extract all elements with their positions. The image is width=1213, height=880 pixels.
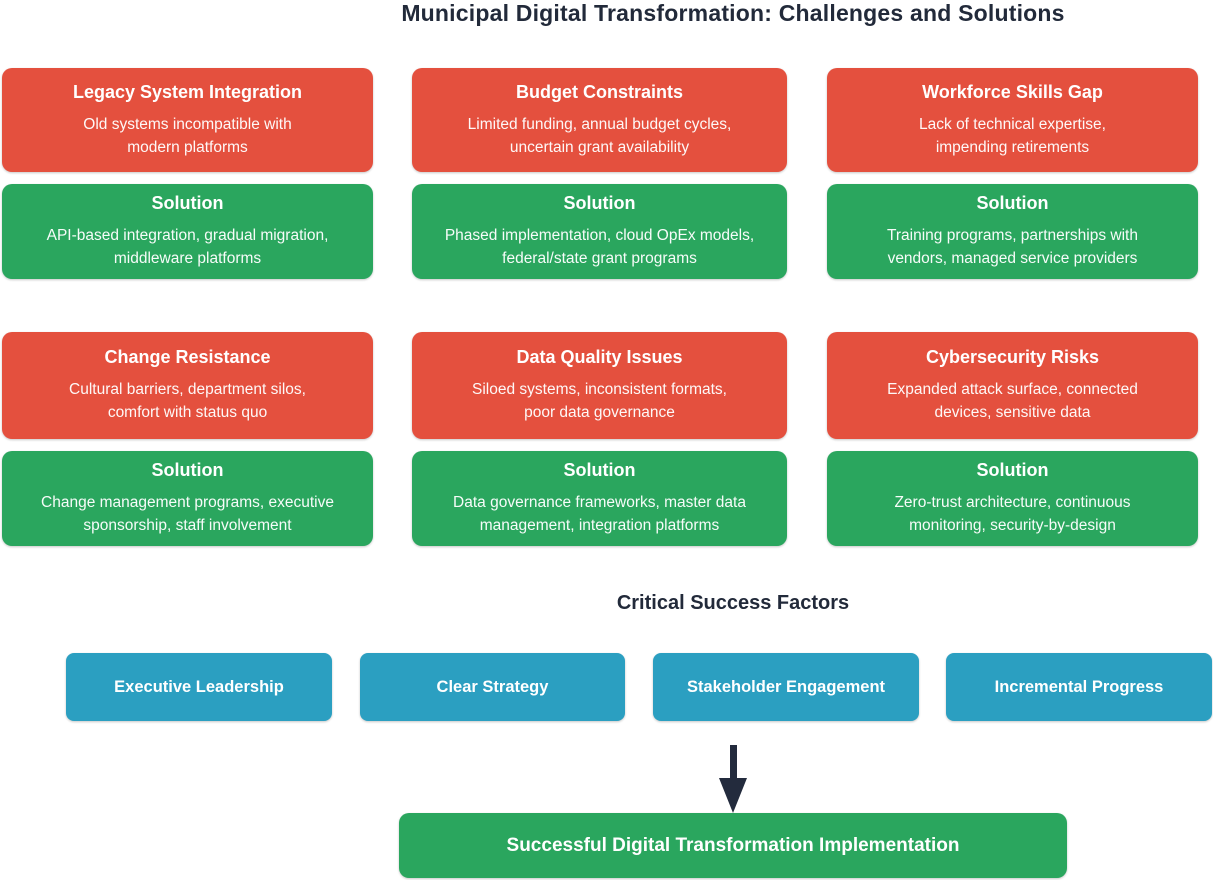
solution-title: Solution	[563, 460, 636, 480]
challenge-description: Cultural barriers, department silos, com…	[69, 381, 306, 421]
arrow-head	[719, 778, 747, 813]
solution-node-change-resistance: Solution Change management programs, exe…	[2, 451, 373, 546]
solution-node-legacy-system-integration: Solution API-based integration, gradual …	[2, 184, 373, 279]
outcome-node-successful-implementation: Successful Digital Transformation Implem…	[399, 813, 1067, 878]
solution-node-budget-constraints: Solution Phased implementation, cloud Op…	[412, 184, 787, 279]
solution-description: Phased implementation, cloud OpEx models…	[444, 227, 755, 267]
factor-node-incremental-progress: Incremental Progress	[946, 653, 1212, 721]
factor-node-clear-strategy: Clear Strategy	[360, 653, 625, 721]
challenge-description: Old systems incompatible with modern pla…	[83, 115, 292, 156]
success-factors-heading: Critical Success Factors	[616, 592, 850, 614]
challenge-node-cybersecurity-risks: Cybersecurity Risks Expanded attack surf…	[827, 332, 1198, 439]
challenge-title: Workforce Skills Gap	[922, 81, 1103, 102]
factor-node-stakeholder-engagement: Stakeholder Engagement	[653, 653, 919, 721]
challenge-title: Data Quality Issues	[516, 347, 683, 367]
solution-node-workforce-skills-gap: Solution Training programs, partnerships…	[827, 184, 1198, 279]
challenge-node-legacy-system-integration: Legacy System Integration Old systems in…	[2, 68, 373, 172]
solution-description: Training programs, partnerships with ven…	[887, 227, 1138, 267]
solution-title: Solution	[151, 460, 224, 480]
solution-description: Zero-trust architecture, continuous moni…	[894, 494, 1131, 534]
solution-description: Data governance frameworks, master data …	[453, 494, 746, 534]
challenge-node-change-resistance: Change Resistance Cultural barriers, dep…	[2, 332, 373, 439]
solution-title: Solution	[976, 193, 1049, 213]
challenge-node-workforce-skills-gap: Workforce Skills Gap Lack of technical e…	[827, 68, 1198, 172]
solution-title: Solution	[563, 193, 636, 213]
diagram-title: Municipal Digital Transformation: Challe…	[401, 0, 1065, 26]
down-arrow-icon	[719, 745, 748, 813]
challenge-title: Budget Constraints	[515, 81, 683, 102]
challenge-node-data-quality-issues: Data Quality Issues Siloed systems, inco…	[412, 332, 787, 439]
challenge-title: Legacy System Integration	[72, 81, 303, 102]
solution-title: Solution	[976, 460, 1049, 480]
challenge-description: Lack of technical expertise, impending r…	[919, 115, 1106, 156]
challenge-description: Limited funding, annual budget cycles, u…	[467, 115, 732, 156]
solution-node-data-quality-issues: Solution Data governance frameworks, mas…	[412, 451, 787, 546]
challenge-title: Change Resistance	[104, 347, 271, 367]
solution-node-cybersecurity-risks: Solution Zero-trust architecture, contin…	[827, 451, 1198, 546]
challenge-node-budget-constraints: Budget Constraints Limited funding, annu…	[412, 68, 787, 172]
arrow-stem	[730, 745, 737, 789]
solution-description: API-based integration, gradual migration…	[46, 227, 329, 267]
factor-node-executive-leadership: Executive Leadership	[66, 653, 332, 721]
solution-description: Change management programs, executive sp…	[41, 494, 334, 534]
challenge-title: Cybersecurity Risks	[925, 347, 1100, 367]
challenge-description: Siloed systems, inconsistent formats, po…	[472, 381, 727, 421]
solution-title: Solution	[151, 193, 224, 213]
challenge-description: Expanded attack surface, connected devic…	[887, 381, 1138, 421]
